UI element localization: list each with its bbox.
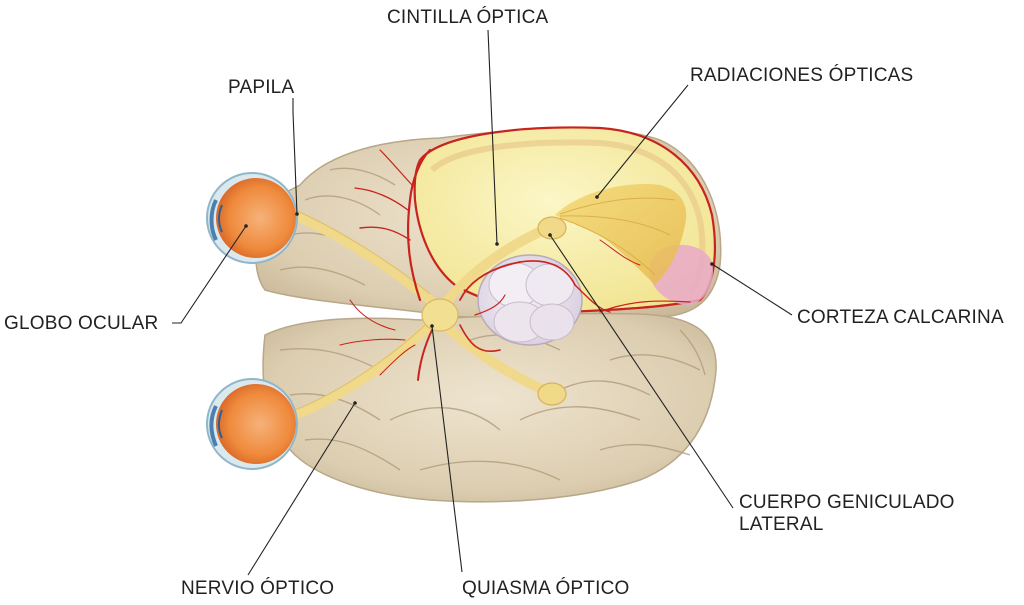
leader-globo: [172, 225, 247, 324]
midbrain: [477, 254, 583, 346]
label-papila: PAPILA: [228, 77, 295, 98]
leader-geniculado: [549, 234, 734, 509]
leader-radiaciones: [596, 84, 689, 198]
label-cintilla-optica: CINTILLA ÓPTICA: [387, 7, 549, 28]
radiation-fibers: [559, 197, 676, 276]
lower-hemisphere: [262, 312, 717, 503]
label-cuerpo-geniculado-lateral: CUERPO GENICULADO LATERAL: [739, 492, 955, 536]
lgn-lower: [537, 382, 567, 406]
gyri-lines: [279, 167, 706, 481]
leader-corteza: [711, 263, 793, 316]
leader-lines: [172, 29, 793, 576]
label-radiaciones-opticas: RADIACIONES ÓPTICAS: [690, 65, 914, 86]
leader-dots: [244, 195, 714, 405]
leader-cintilla: [487, 29, 498, 245]
label-nervio-optico: NERVIO ÓPTICO: [181, 578, 335, 599]
eye-upper: [206, 172, 298, 264]
label-quiasma-optico: QUIASMA ÓPTICO: [462, 578, 630, 599]
blood-vessels: [339, 148, 691, 381]
lgn-upper: [537, 216, 567, 240]
leader-nervio: [247, 402, 356, 576]
optic-pathway-edges: [294, 209, 431, 411]
cortex-band: [429, 139, 706, 295]
eye-lower: [206, 378, 298, 470]
leader-papila: [292, 98, 298, 215]
label-cuerpo-geniculado-line2: LATERAL: [739, 514, 824, 535]
optic-radiations: [555, 184, 687, 285]
label-cuerpo-geniculado-line1: CUERPO GENICULADO: [739, 492, 955, 513]
label-globo-ocular: GLOBO OCULAR: [4, 313, 159, 334]
chiasm-body: [421, 298, 459, 332]
label-corteza-calcarina: CORTEZA CALCARINA: [797, 307, 1004, 328]
leader-quiasma: [431, 325, 463, 573]
